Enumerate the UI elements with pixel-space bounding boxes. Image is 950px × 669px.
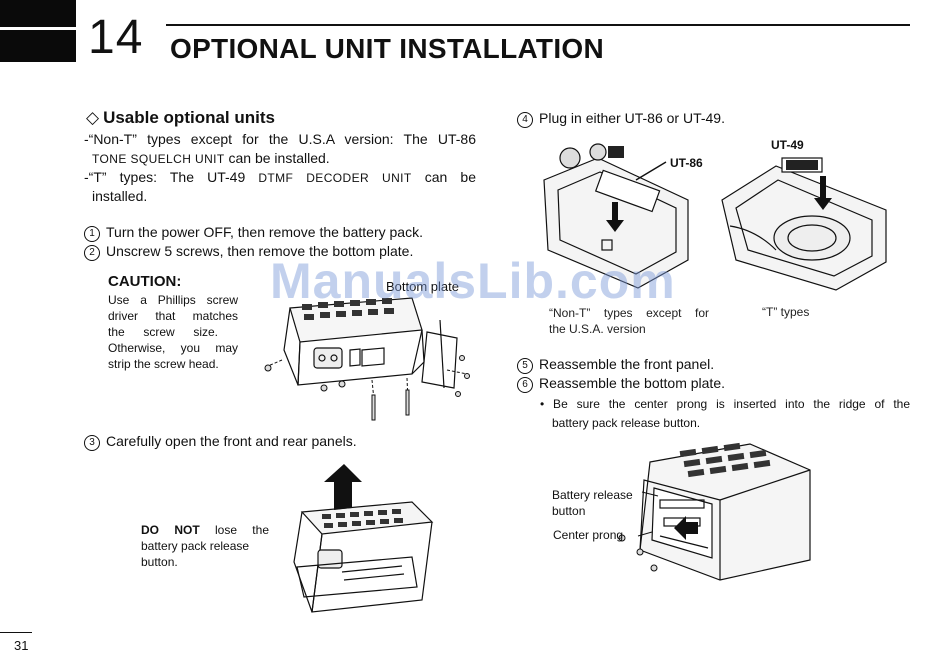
do-not-line-2: battery pack release [141,539,250,553]
step-1-number: 1 [84,226,100,242]
battery-release-illustration [618,442,811,581]
caution-line: driver that matches [108,309,238,323]
step-1-text: Turn the power OFF, then remove the batt… [106,224,423,240]
step-6-note: • Be sure the center prong is inserted i… [540,395,910,433]
step-3: 3 Carefully open the front and rear panel… [84,432,357,451]
center-prong-label: Center prong [553,528,624,542]
step-4: 4 Plug in either UT-86 or UT-49. [517,109,725,128]
caution-line: strip the screw head. [108,357,219,371]
do-not-line-3: button. [141,555,178,569]
usable-units-heading-text: Usable optional units [103,108,275,127]
usable-units-heading: ◇Usable optional units [86,108,275,128]
nont-caption-line1: “Non-T” types except for [549,306,709,320]
do-not-line-1: DO NOT lose the [141,522,269,538]
battery-release-line2: button [552,504,586,518]
step-1: 1 Turn the power OFF, then remove the bat… [84,223,423,242]
step-5-text: Reassemble the front panel. [539,356,715,372]
do-not-lose-note: DO NOT lose the battery pack release but… [141,522,269,570]
caution-text: Use a Phillips screw driver that matches… [108,292,238,372]
step-6-text: Reassemble the bottom plate. [539,375,725,391]
watermark: ManualsLib.com [270,253,676,309]
ut49-label: UT-49 [771,138,804,152]
step-6-number: 6 [517,377,533,393]
step-2: 2 Unscrew 5 screws, then remove the botto… [84,242,413,261]
nont-caption: “Non-T” types except for the U.S.A. vers… [549,305,709,337]
chapter-title: OPTIONAL UNIT INSTALLATION [170,33,604,64]
ut86-install-illustration [543,143,689,289]
caution-line: Use a Phillips screw [108,293,238,307]
page-number-rule [0,632,32,633]
step-2-text: Unscrew 5 screws, then remove the bottom… [106,243,414,259]
chapter-number: 14 [88,11,144,64]
ut86-unit-name: TONE SQUELCH UNIT [92,152,225,166]
battery-release-label: Battery release button [552,487,633,519]
step-4-number: 4 [517,112,533,128]
step-6-note-line2: battery pack release button. [552,416,701,430]
t-types-caption: “T” types [762,305,810,319]
caution-title: CAUTION: [108,273,182,290]
unit-item-2-b: can be [411,169,476,185]
caution-line: Otherwise, you may [108,341,238,355]
title-rule [166,24,910,26]
bottom-plate-label: Bottom plate [386,279,459,294]
open-panels-illustration [293,464,434,613]
step-6: 6 Reassemble the bottom plate. [517,374,725,393]
bottom-plate-illustration [264,297,470,421]
diamond-outline-icon: ◇ [86,108,100,127]
step-5-number: 5 [517,358,533,374]
unit-item-1-line1: -“Non-T” types except for the U.S.A vers… [84,131,476,147]
step-3-number: 3 [84,435,100,451]
ut86-label: UT-86 [670,156,703,170]
battery-release-line1: Battery release [552,488,633,502]
step-3-text: Carefully open the front and rear panels… [106,433,357,449]
unit-item-2-line2: installed. [92,188,148,204]
ut49-unit-name: DTMF DECODER UNIT [258,171,412,185]
page-number: 31 [14,638,29,653]
step-4-text: Plug in either UT-86 or UT-49. [539,110,725,126]
unit-item-1-line2: TONE SQUELCH UNIT can be installed. [92,149,330,169]
chapter-tab-block [0,0,76,62]
step-2-number: 2 [84,245,100,261]
unit-item-1-rest: can be installed. [224,150,330,166]
unit-item-2-a: -“T” types: The UT-49 [84,169,259,185]
do-not-bold: DO NOT [141,523,200,537]
step-5: 5 Reassemble the front panel. [517,355,714,374]
ut49-install-illustration [721,157,887,291]
nont-caption-line2: the U.S.A. version [549,322,646,336]
caution-line: the screw size. [108,325,218,339]
unit-item-2-line1: -“T” types: The UT-49 DTMF DECODER UNIT … [84,168,476,188]
do-not-rest: lose the [199,523,269,537]
step-6-note-line1: • Be sure the center prong is inserted i… [540,397,910,411]
